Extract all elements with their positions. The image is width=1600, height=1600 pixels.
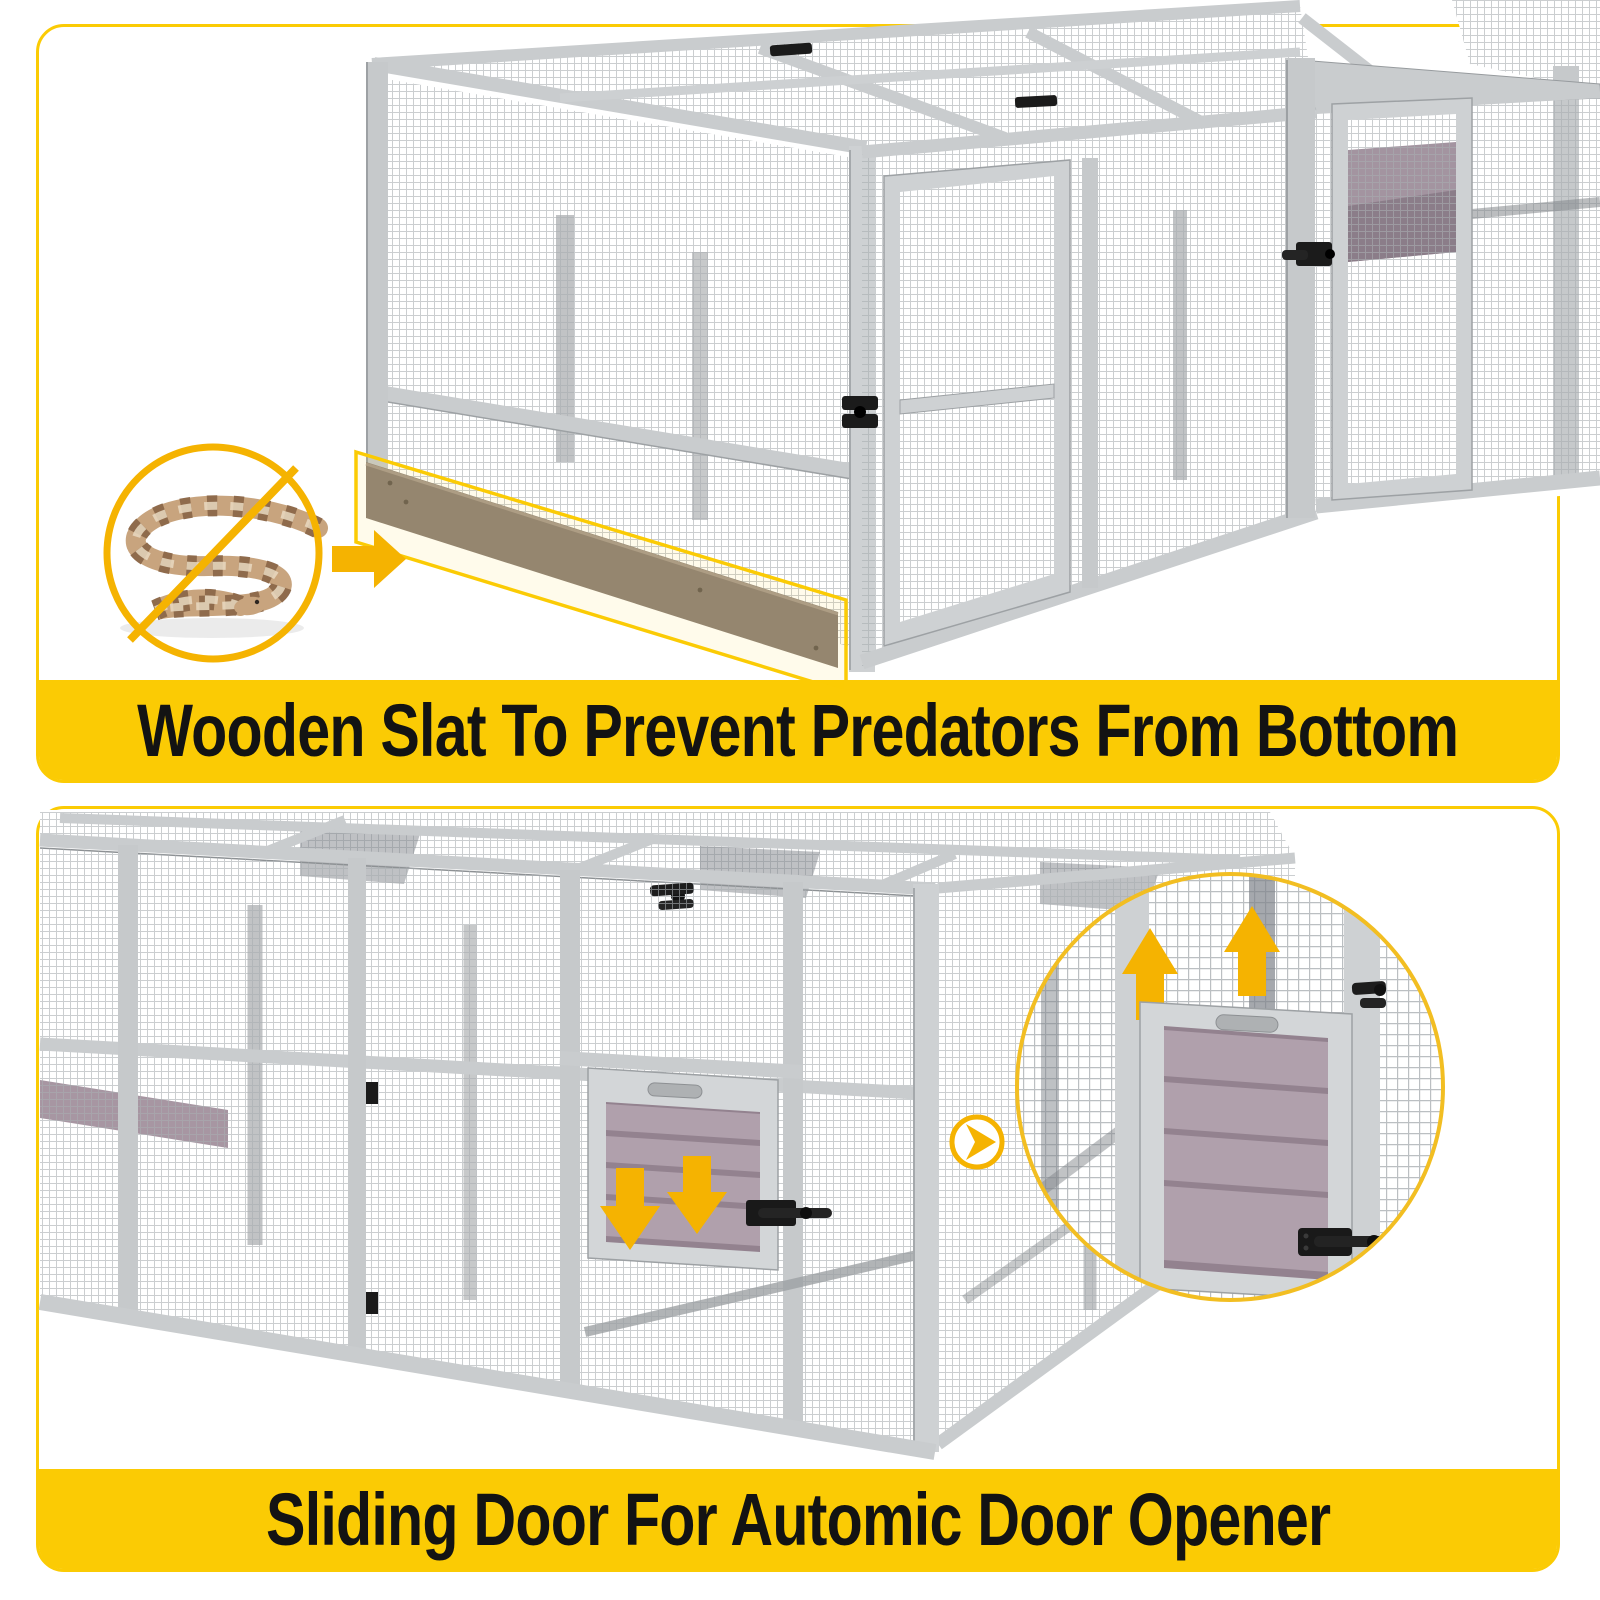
feature-banner-wooden-slat: Wooden Slat To Prevent Predators From Bo… — [39, 680, 1557, 780]
feature-card-sliding-door: Sliding Door For Automic Door Opener — [36, 806, 1560, 1572]
feature-banner-label: Wooden Slat To Prevent Predators From Bo… — [137, 688, 1459, 772]
feature-banner-label: Sliding Door For Automic Door Opener — [265, 1477, 1331, 1561]
feature-card-wooden-slat: Wooden Slat To Prevent Predators From Bo… — [36, 24, 1560, 783]
feature-banner-sliding-door: Sliding Door For Automic Door Opener — [39, 1469, 1557, 1569]
